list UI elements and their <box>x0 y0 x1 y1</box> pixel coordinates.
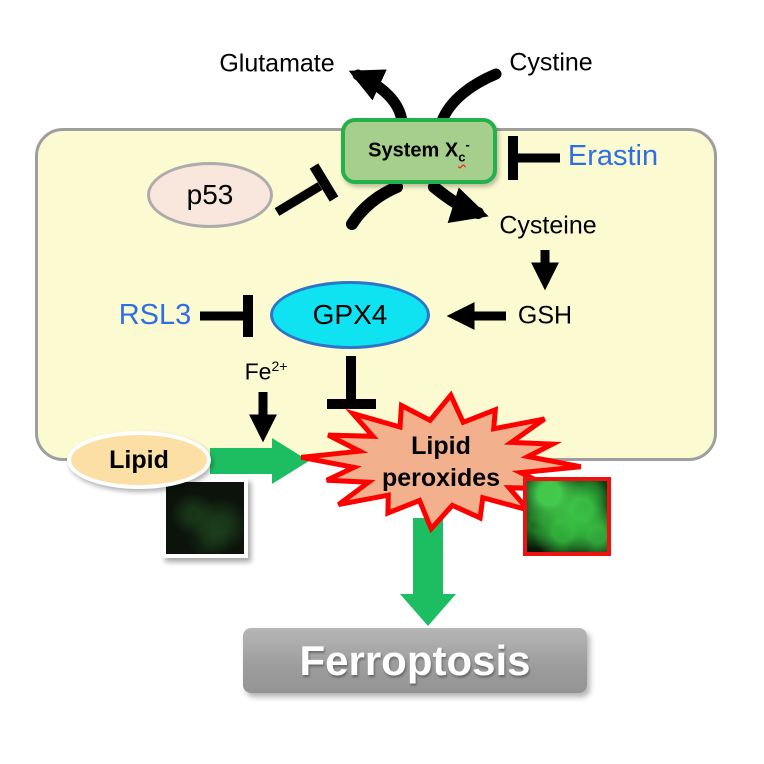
gpx4-ellipse: GPX4 <box>270 281 430 349</box>
lipid-label: Lipid <box>109 445 169 474</box>
gpx4-inhibition-tbar <box>327 356 376 409</box>
ferroptosis-label: Ferroptosis <box>299 636 531 684</box>
glutamate-export-arrow <box>348 69 408 128</box>
lipid-peroxides-line2: peroxides <box>381 464 501 492</box>
ferroptosis-box: Ferroptosis <box>243 628 587 693</box>
fe2-label: Fe2+ <box>244 358 288 385</box>
p53-label: p53 <box>186 179 234 210</box>
system-xc-box: System Xc- <box>341 118 497 184</box>
cystine-import-arrow <box>436 68 502 127</box>
peroxides-to-ferroptosis-green-arrow <box>400 518 456 626</box>
lipid-peroxides-starburst <box>300 390 582 534</box>
cysteine-export-arrow <box>428 181 489 223</box>
lipid-ellipse: Lipid <box>67 431 211 489</box>
erastin-inhibition-tbar <box>508 136 560 180</box>
green-fluorescence-micrograph <box>523 477 611 556</box>
glutamate-intracellular-arrow <box>346 181 403 230</box>
p53-inhibition-tbar <box>274 163 339 216</box>
gsh-label: GSH <box>517 301 573 330</box>
cystine-label: Cystine <box>509 48 593 77</box>
gpx4-label: GPX4 <box>312 299 388 330</box>
system-xc-label: System Xc- <box>368 137 470 165</box>
cysteine-label: Cysteine <box>499 211 597 240</box>
rsl3-label: RSL3 <box>118 299 192 332</box>
p53-ellipse: p53 <box>147 162 273 228</box>
lipid-peroxides-label: Lipid peroxides <box>382 430 500 494</box>
glutamate-label: Glutamate <box>219 49 335 78</box>
lipid-to-peroxides-green-arrow <box>210 438 309 484</box>
erastin-label: Erastin <box>567 140 659 173</box>
rsl3-inhibition-tbar <box>200 295 253 337</box>
lipid-peroxides-line1: Lipid <box>411 432 471 460</box>
dark-fluorescence-micrograph <box>162 478 248 558</box>
